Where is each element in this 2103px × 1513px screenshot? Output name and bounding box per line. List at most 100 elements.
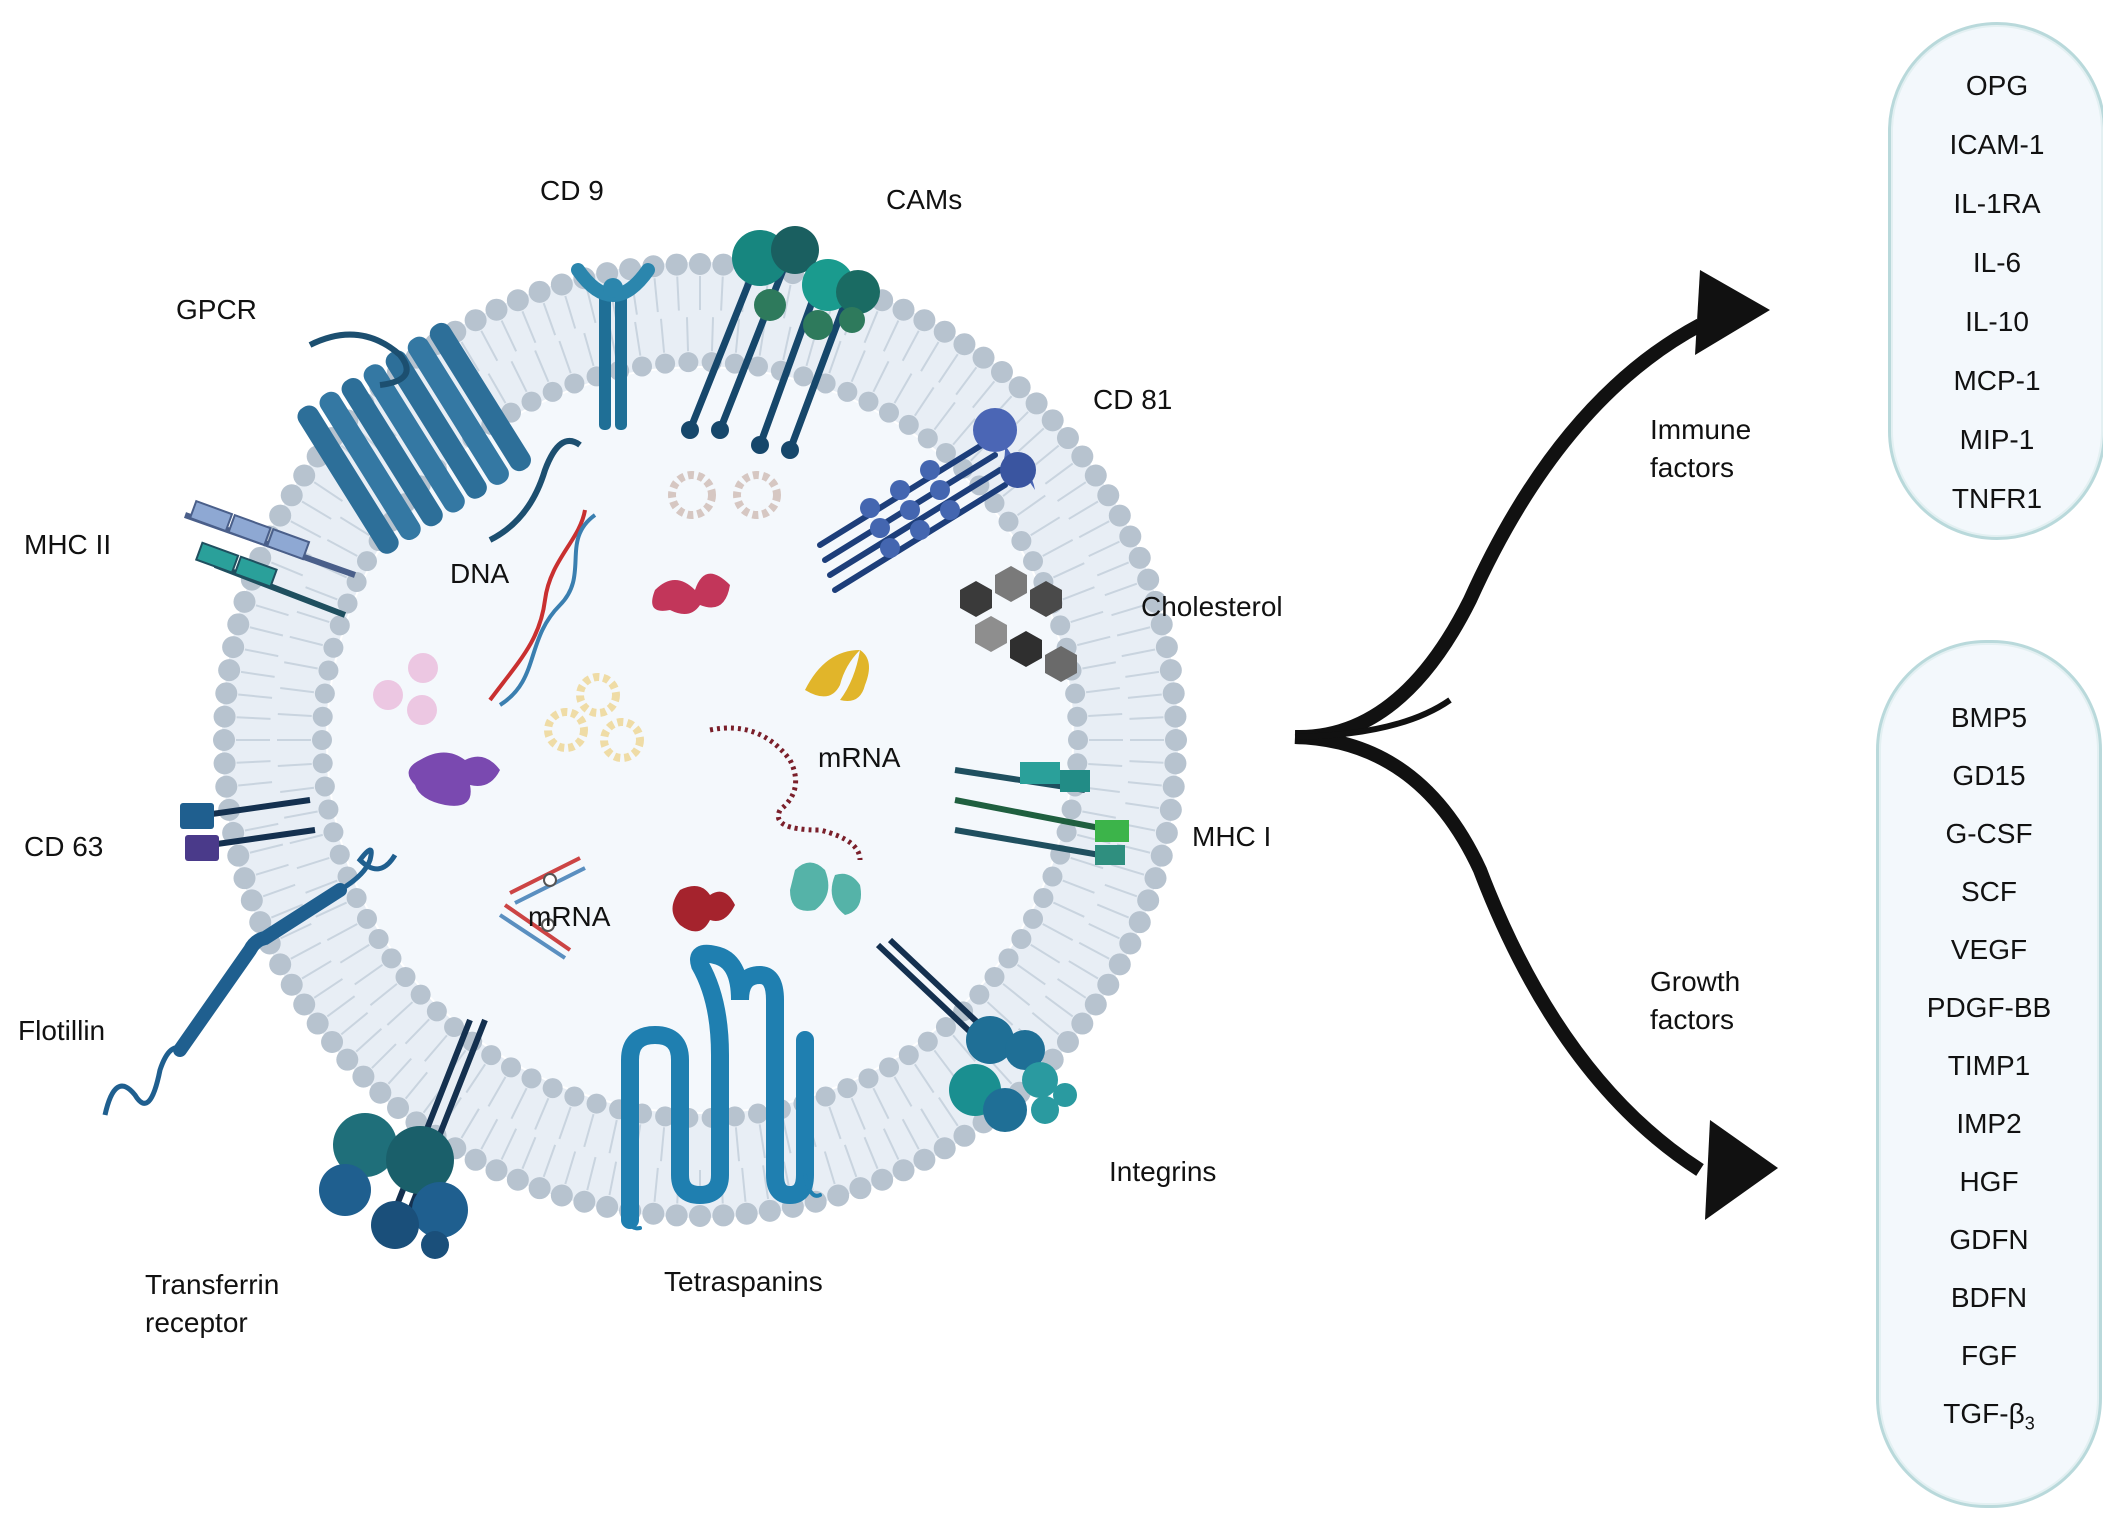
lipid-head-outer (1084, 993, 1107, 1016)
lipid-tail-outer (521, 1136, 537, 1170)
lipid-head-inner (632, 356, 653, 377)
lipid-head-inner (314, 776, 335, 797)
lipid-head-inner (747, 1103, 768, 1124)
lipid-head-outer (892, 298, 915, 321)
label-mrna-center: mRNA (818, 742, 901, 773)
cams-protein (681, 226, 880, 459)
immune-factor-item: MIP-1 (1959, 424, 2035, 455)
label-mhc2: MHC II (24, 529, 112, 560)
lipid-head-inner (1050, 615, 1071, 636)
growth-factor-item: BMP5 (1950, 702, 2028, 733)
label-transferrin-line1: Transferrin (145, 1269, 280, 1300)
lipid-tail-outer (1096, 561, 1130, 577)
lipid-head-outer (913, 1148, 936, 1171)
lipid-head-outer (689, 1205, 711, 1227)
lipid-tail-inner (1085, 687, 1120, 694)
lipid-tail-outer (280, 922, 312, 940)
growth-factor-item-tgf-beta3: TGF-β3 (1879, 1397, 2099, 1441)
cargo-particles (373, 471, 781, 762)
lipid-head-inner (898, 1045, 919, 1066)
lipid-head-inner (1023, 908, 1044, 929)
lipid-tail-inner (1070, 856, 1104, 870)
lipid-head-inner (858, 391, 879, 412)
lipid-head-inner (444, 1017, 465, 1038)
lipid-head-outer (1056, 1030, 1079, 1053)
lipid-tail-inner (1016, 494, 1046, 517)
lipid-head-inner (1067, 753, 1088, 774)
lipid-tail-inner (1085, 786, 1120, 793)
immune-factor-item: MCP-1 (1953, 365, 2041, 396)
lipid-tail-outer (843, 1144, 858, 1178)
lipid-tail-inner (583, 1113, 595, 1148)
lipid-tail-inner (354, 963, 384, 986)
lipid-tail-outer (500, 320, 518, 352)
label-growth-line1: Growth (1650, 966, 1741, 997)
lipid-tail-inner (386, 1001, 414, 1026)
lipid-tail-inner (369, 983, 398, 1006)
lipid-head-inner (426, 1001, 447, 1022)
lipid-tail-outer (301, 960, 332, 980)
lipid-tail-outer (326, 995, 356, 1018)
lipid-head-outer (464, 309, 487, 332)
lipid-tail-outer (542, 1144, 557, 1178)
lipid-tail-outer (340, 1012, 369, 1036)
lipid-tail-outer (901, 330, 920, 362)
lipid-head-outer (485, 1159, 508, 1182)
tgf-beta-subscript: 3 (2024, 1413, 2035, 1434)
tetraspanins-protein (621, 944, 822, 1231)
lipid-tail-inner (850, 350, 866, 383)
lipid-tail-inner (1052, 901, 1085, 918)
lipid-tail-outer (882, 320, 900, 352)
lipid-head-outer (321, 1030, 344, 1053)
lipid-head-outer (849, 1177, 872, 1200)
dna-cargo (488, 509, 597, 707)
lipid-tail-inner (782, 326, 792, 361)
lipid-tail-outer (1078, 941, 1110, 960)
lipid-head-outer (1137, 889, 1160, 912)
lipid-head-inner (481, 1045, 502, 1066)
lipid-tail-outer (863, 1136, 879, 1170)
lipid-head-inner (655, 353, 676, 374)
lipid-tail-inner (326, 539, 358, 557)
lipid-head-outer (1144, 867, 1167, 890)
lipid-head-inner (724, 353, 745, 374)
lipid-tail-outer (1044, 462, 1074, 485)
lipid-tail-outer (1121, 648, 1156, 658)
lipid-head-inner (323, 637, 344, 658)
lipid-tail-outer (823, 1151, 836, 1185)
lipid-head-inner (323, 822, 344, 843)
lipid-head-inner (858, 1068, 879, 1089)
lipid-tail-outer (1017, 427, 1045, 452)
lipid-tail-outer (564, 1151, 577, 1185)
lipid-tail-outer (355, 1028, 383, 1053)
lipid-tail-outer (1096, 903, 1130, 919)
lipid-head-outer (1155, 636, 1178, 659)
lipid-tail-outer (249, 626, 284, 637)
lipid-head-outer (269, 953, 292, 976)
lipid-head-outer (506, 289, 529, 312)
lipid-tail-inner (284, 661, 318, 670)
lipid-head-inner (984, 966, 1005, 987)
lipid-tail-outer (313, 481, 344, 502)
lipid-head-inner (917, 428, 938, 449)
lipid-tail-inner (1088, 762, 1123, 768)
lipid-tail-outer (371, 1043, 397, 1069)
lipid-tail-outer (1068, 960, 1099, 980)
immune-factor-item: IL-10 (1965, 306, 2029, 337)
arrowhead-growth (1705, 1120, 1778, 1220)
lipid-head-inner (837, 381, 858, 402)
lipid-tail-outer (290, 941, 322, 960)
lipid-tail-outer (238, 693, 273, 699)
lipid-tail-outer (255, 863, 289, 876)
lipid-tail-outer (301, 500, 332, 520)
lipid-tail-outer (262, 883, 296, 898)
lipid-head-outer (293, 464, 316, 487)
lipid-head-inner (879, 402, 899, 423)
cd63-protein (180, 797, 316, 861)
lipid-head-inner (815, 1086, 836, 1107)
lipid-tail-outer (586, 1156, 597, 1191)
lipid-tail-outer (1044, 995, 1074, 1018)
cargo-proteins (408, 573, 869, 932)
